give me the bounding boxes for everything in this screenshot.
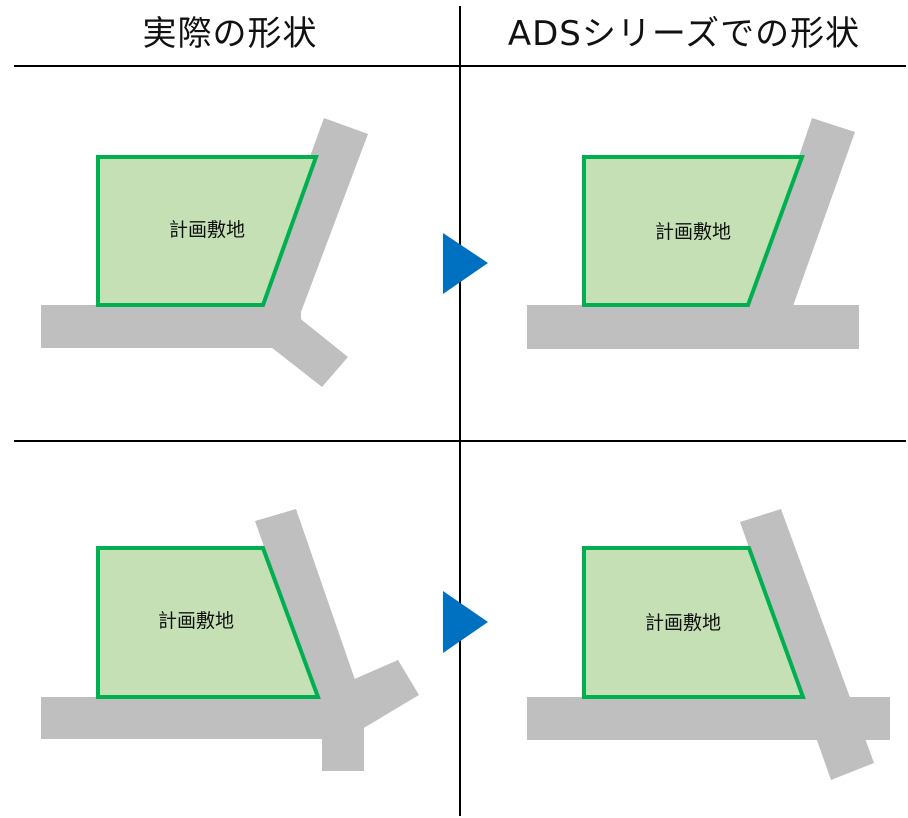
branch-road: [262, 312, 348, 387]
planned-site: [582, 155, 805, 307]
diagonal-road: [255, 509, 362, 700]
planned-site: [582, 546, 806, 699]
horizontal-road: [527, 305, 859, 349]
diagonal-road: [740, 509, 874, 780]
planned-site-label: 計画敷地: [158, 610, 234, 632]
diagonal-road: [748, 118, 855, 306]
panel-actual-bottom: 計画敷地: [41, 509, 419, 771]
planned-site: [96, 155, 319, 307]
horizontal-road: [41, 305, 301, 348]
planned-site-label: 計画敷地: [169, 219, 245, 241]
panel-actual-top: 計画敷地: [41, 118, 368, 387]
planned-site: [96, 546, 321, 699]
column-header-ads-shape: ADSシリーズでの形状: [507, 14, 861, 54]
triangle-right-icon: [443, 591, 488, 653]
planned-site-label: 計画敷地: [645, 612, 721, 634]
triangle-right-icon: [443, 233, 488, 294]
diagonal-road: [256, 118, 368, 320]
branch-road: [352, 660, 419, 735]
horizontal-road: [41, 697, 363, 739]
column-header-actual-shape: 実際の形状: [142, 14, 318, 54]
panel-ads-top: 計画敷地: [527, 118, 859, 349]
planned-site-label: 計画敷地: [655, 221, 731, 243]
panel-ads-bottom: 計画敷地: [527, 509, 890, 780]
